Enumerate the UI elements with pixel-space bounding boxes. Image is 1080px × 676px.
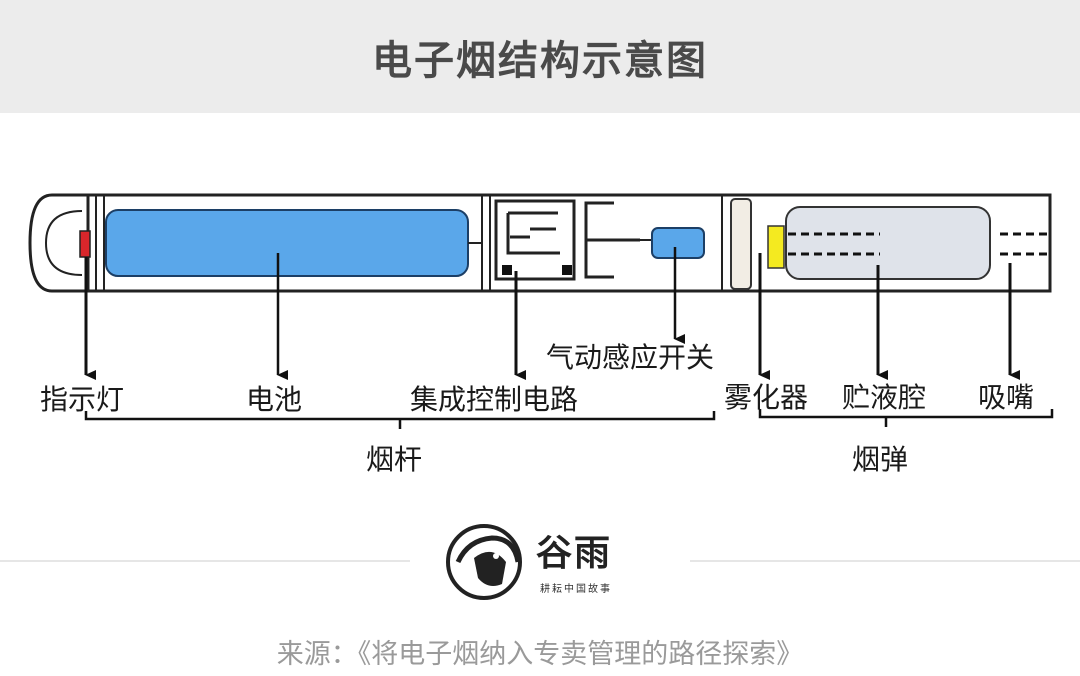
divider-right (690, 560, 1080, 562)
divider-left (0, 560, 410, 562)
page-title: 电子烟结构示意图 (372, 37, 708, 84)
label-liquid-chamber: 贮液腔 (842, 381, 926, 414)
source-caption: 来源：《将电子烟纳入专卖管理的路径探索》 (276, 639, 804, 670)
liquid-chamber-shape (785, 206, 991, 280)
cap-inner (44, 210, 83, 276)
label-indicator-light: 指示灯 (40, 383, 124, 416)
title-bar: 电子烟结构示意图 (0, 0, 1080, 113)
label-atomizer: 雾化器 (724, 381, 808, 414)
indicator-light-shape (79, 230, 91, 258)
label-battery: 电池 (246, 383, 302, 416)
control-circuit-shape (494, 199, 652, 281)
bracket-cartridge (758, 409, 1054, 427)
separator-shape (730, 198, 752, 290)
battery-shape (105, 209, 469, 277)
pointer-arrows (84, 247, 1020, 380)
atomizer-shape (767, 225, 785, 269)
label-rod: 烟杆 (366, 443, 422, 476)
label-cartridge: 烟弹 (852, 443, 908, 476)
logo-name: 谷雨 (536, 532, 613, 574)
diagram-svg: 指示灯 电池 集成控制电路 气动感应开关 雾化器 贮液腔 吸嘴 烟杆 烟弹 (28, 193, 1054, 476)
bird-icon (446, 524, 522, 600)
bracket-rod (84, 411, 716, 429)
logo-tagline: 耕耘中国故事 (540, 584, 612, 595)
label-mouthpiece: 吸嘴 (978, 381, 1034, 414)
label-airflow-switch: 气动感应开关 (546, 341, 714, 374)
label-control-circuit: 集成控制电路 (410, 383, 578, 416)
e-cigarette-diagram: 指示灯 电池 集成控制电路 气动感应开关 雾化器 贮液腔 吸嘴 烟杆 烟弹 (0, 113, 1080, 533)
airflow-switch-shape (651, 227, 705, 259)
guyu-logo: 谷雨 耕耘中国故事 (444, 518, 654, 608)
